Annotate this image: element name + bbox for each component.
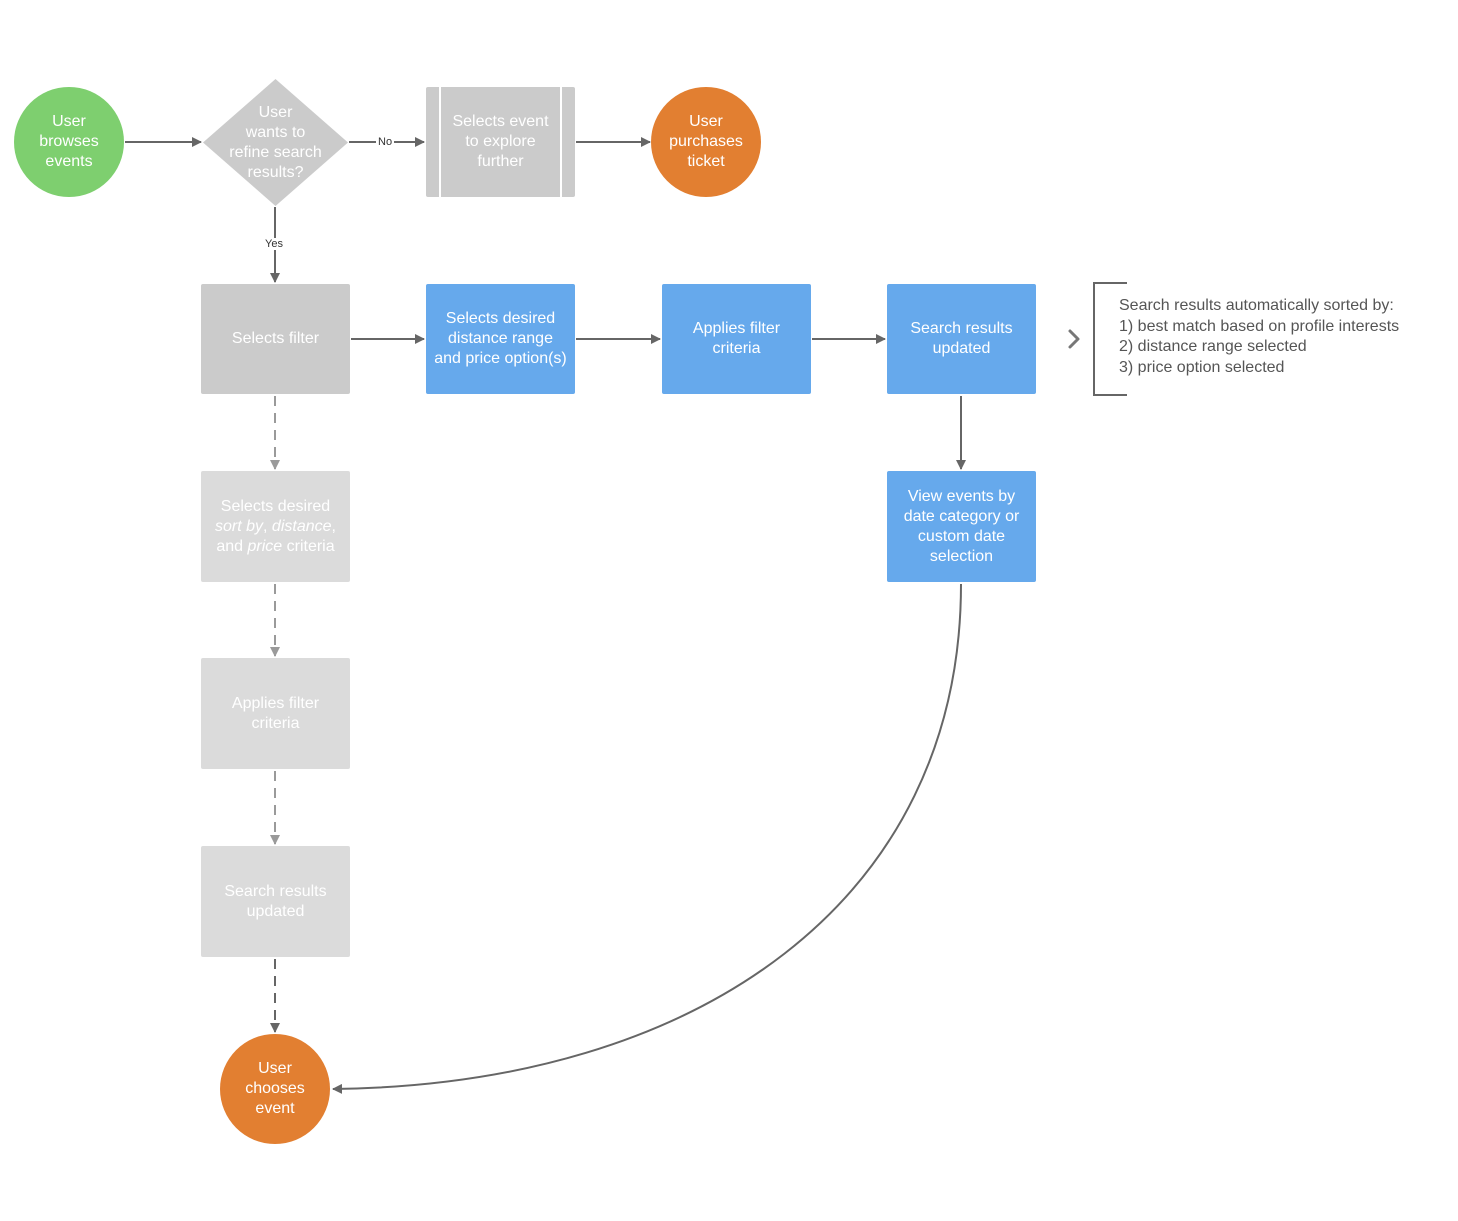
sort-criteria-line1: Selects desired [220, 497, 331, 515]
criteria-term: criteria [282, 537, 335, 555]
node-selects-sort-criteria: Selects desired sort by, distance, and p… [201, 471, 350, 582]
edge-label-yes: Yes [263, 238, 285, 250]
chevron-right-icon [1068, 329, 1080, 349]
sort-criteria-label: Selects desired sort by, distance, and p… [215, 497, 336, 557]
price-term: price [247, 537, 283, 555]
sort-by-term: sort by [215, 517, 264, 535]
note-sort-order: Search results automatically sorted by: … [1119, 297, 1400, 376]
and-term: and [216, 537, 248, 555]
node-applies-filter-gray: Applies filter criteria [201, 658, 350, 769]
node-applies-filter-blue: Applies filter criteria [662, 284, 811, 394]
note-bracket [1093, 282, 1127, 396]
edge-view-choose [332, 583, 962, 1094]
node-user-browses-events: User browses events [14, 87, 124, 197]
distance-term: distance [271, 517, 332, 535]
node-user-chooses-event: User chooses event [220, 1034, 330, 1144]
node-selects-distance-price: Selects desired distance range and price… [426, 284, 575, 394]
node-search-results-updated-blue: Search results updated [887, 284, 1036, 394]
node-search-results-updated-gray: Search results updated [201, 846, 350, 957]
decision-diamond-shape [203, 79, 348, 206]
node-view-events-by-date: View events by date category or custom d… [887, 471, 1036, 582]
sort-comma-2: , [331, 517, 336, 535]
explore-label: Selects event to explore further [452, 113, 549, 170]
edge-label-no: No [376, 136, 395, 148]
node-selects-event-explore: Selects event to explore further [426, 87, 575, 197]
sort-comma-1: , [263, 517, 272, 535]
node-selects-filter: Selects filter [201, 284, 350, 394]
node-decision-refine: User wants to refine search results? [203, 79, 348, 206]
decision-label: User wants to refine search results? [229, 103, 322, 181]
node-user-purchases-ticket: User purchases ticket [651, 87, 761, 197]
